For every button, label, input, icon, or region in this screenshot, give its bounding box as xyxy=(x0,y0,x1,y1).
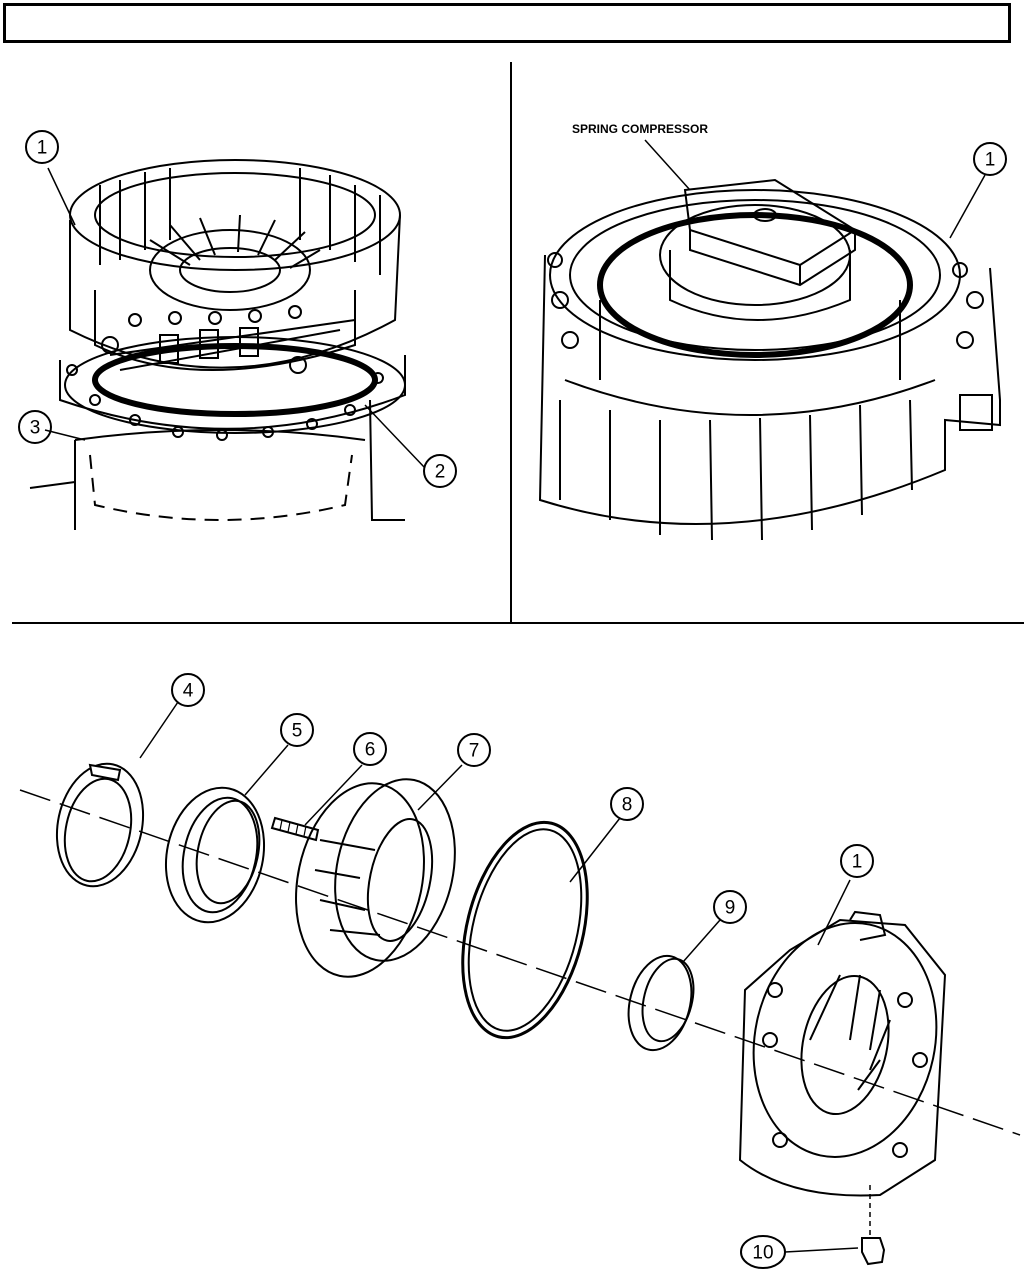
figure-housing-installed xyxy=(30,160,425,530)
callout-8-text: 8 xyxy=(622,795,633,816)
callout-7-text: 7 xyxy=(469,741,480,762)
callout-1c-text: 1 xyxy=(852,852,863,873)
callout-5: 5 xyxy=(281,714,313,746)
callout-1-text: 1 xyxy=(37,138,48,159)
callout-3: 3 xyxy=(19,411,51,443)
figure-spring-compressor xyxy=(540,140,1000,540)
callout-2: 2 xyxy=(424,455,456,487)
callout-10: 10 xyxy=(741,1236,785,1268)
callout-1-bottom: 1 xyxy=(841,845,873,877)
callout-4: 4 xyxy=(172,674,204,706)
callout-7: 7 xyxy=(458,734,490,766)
callout-9-text: 9 xyxy=(725,898,736,919)
spring-compressor-label: SPRING COMPRESSOR xyxy=(572,122,708,136)
callout-4-text: 4 xyxy=(183,681,194,702)
callout-10-text: 10 xyxy=(752,1243,773,1264)
callout-2-text: 2 xyxy=(435,462,446,483)
callout-3-text: 3 xyxy=(30,418,41,439)
figure-exploded-view xyxy=(20,702,1020,1264)
callout-6: 6 xyxy=(354,733,386,765)
callout-5-text: 5 xyxy=(292,721,303,742)
callout-9: 9 xyxy=(714,891,746,923)
callout-6-text: 6 xyxy=(365,740,376,761)
callout-1-top-left: 1 xyxy=(26,131,58,163)
callout-1b-text: 1 xyxy=(985,150,996,171)
callout-8: 8 xyxy=(611,788,643,820)
callout-1-top-right: 1 xyxy=(974,143,1006,175)
